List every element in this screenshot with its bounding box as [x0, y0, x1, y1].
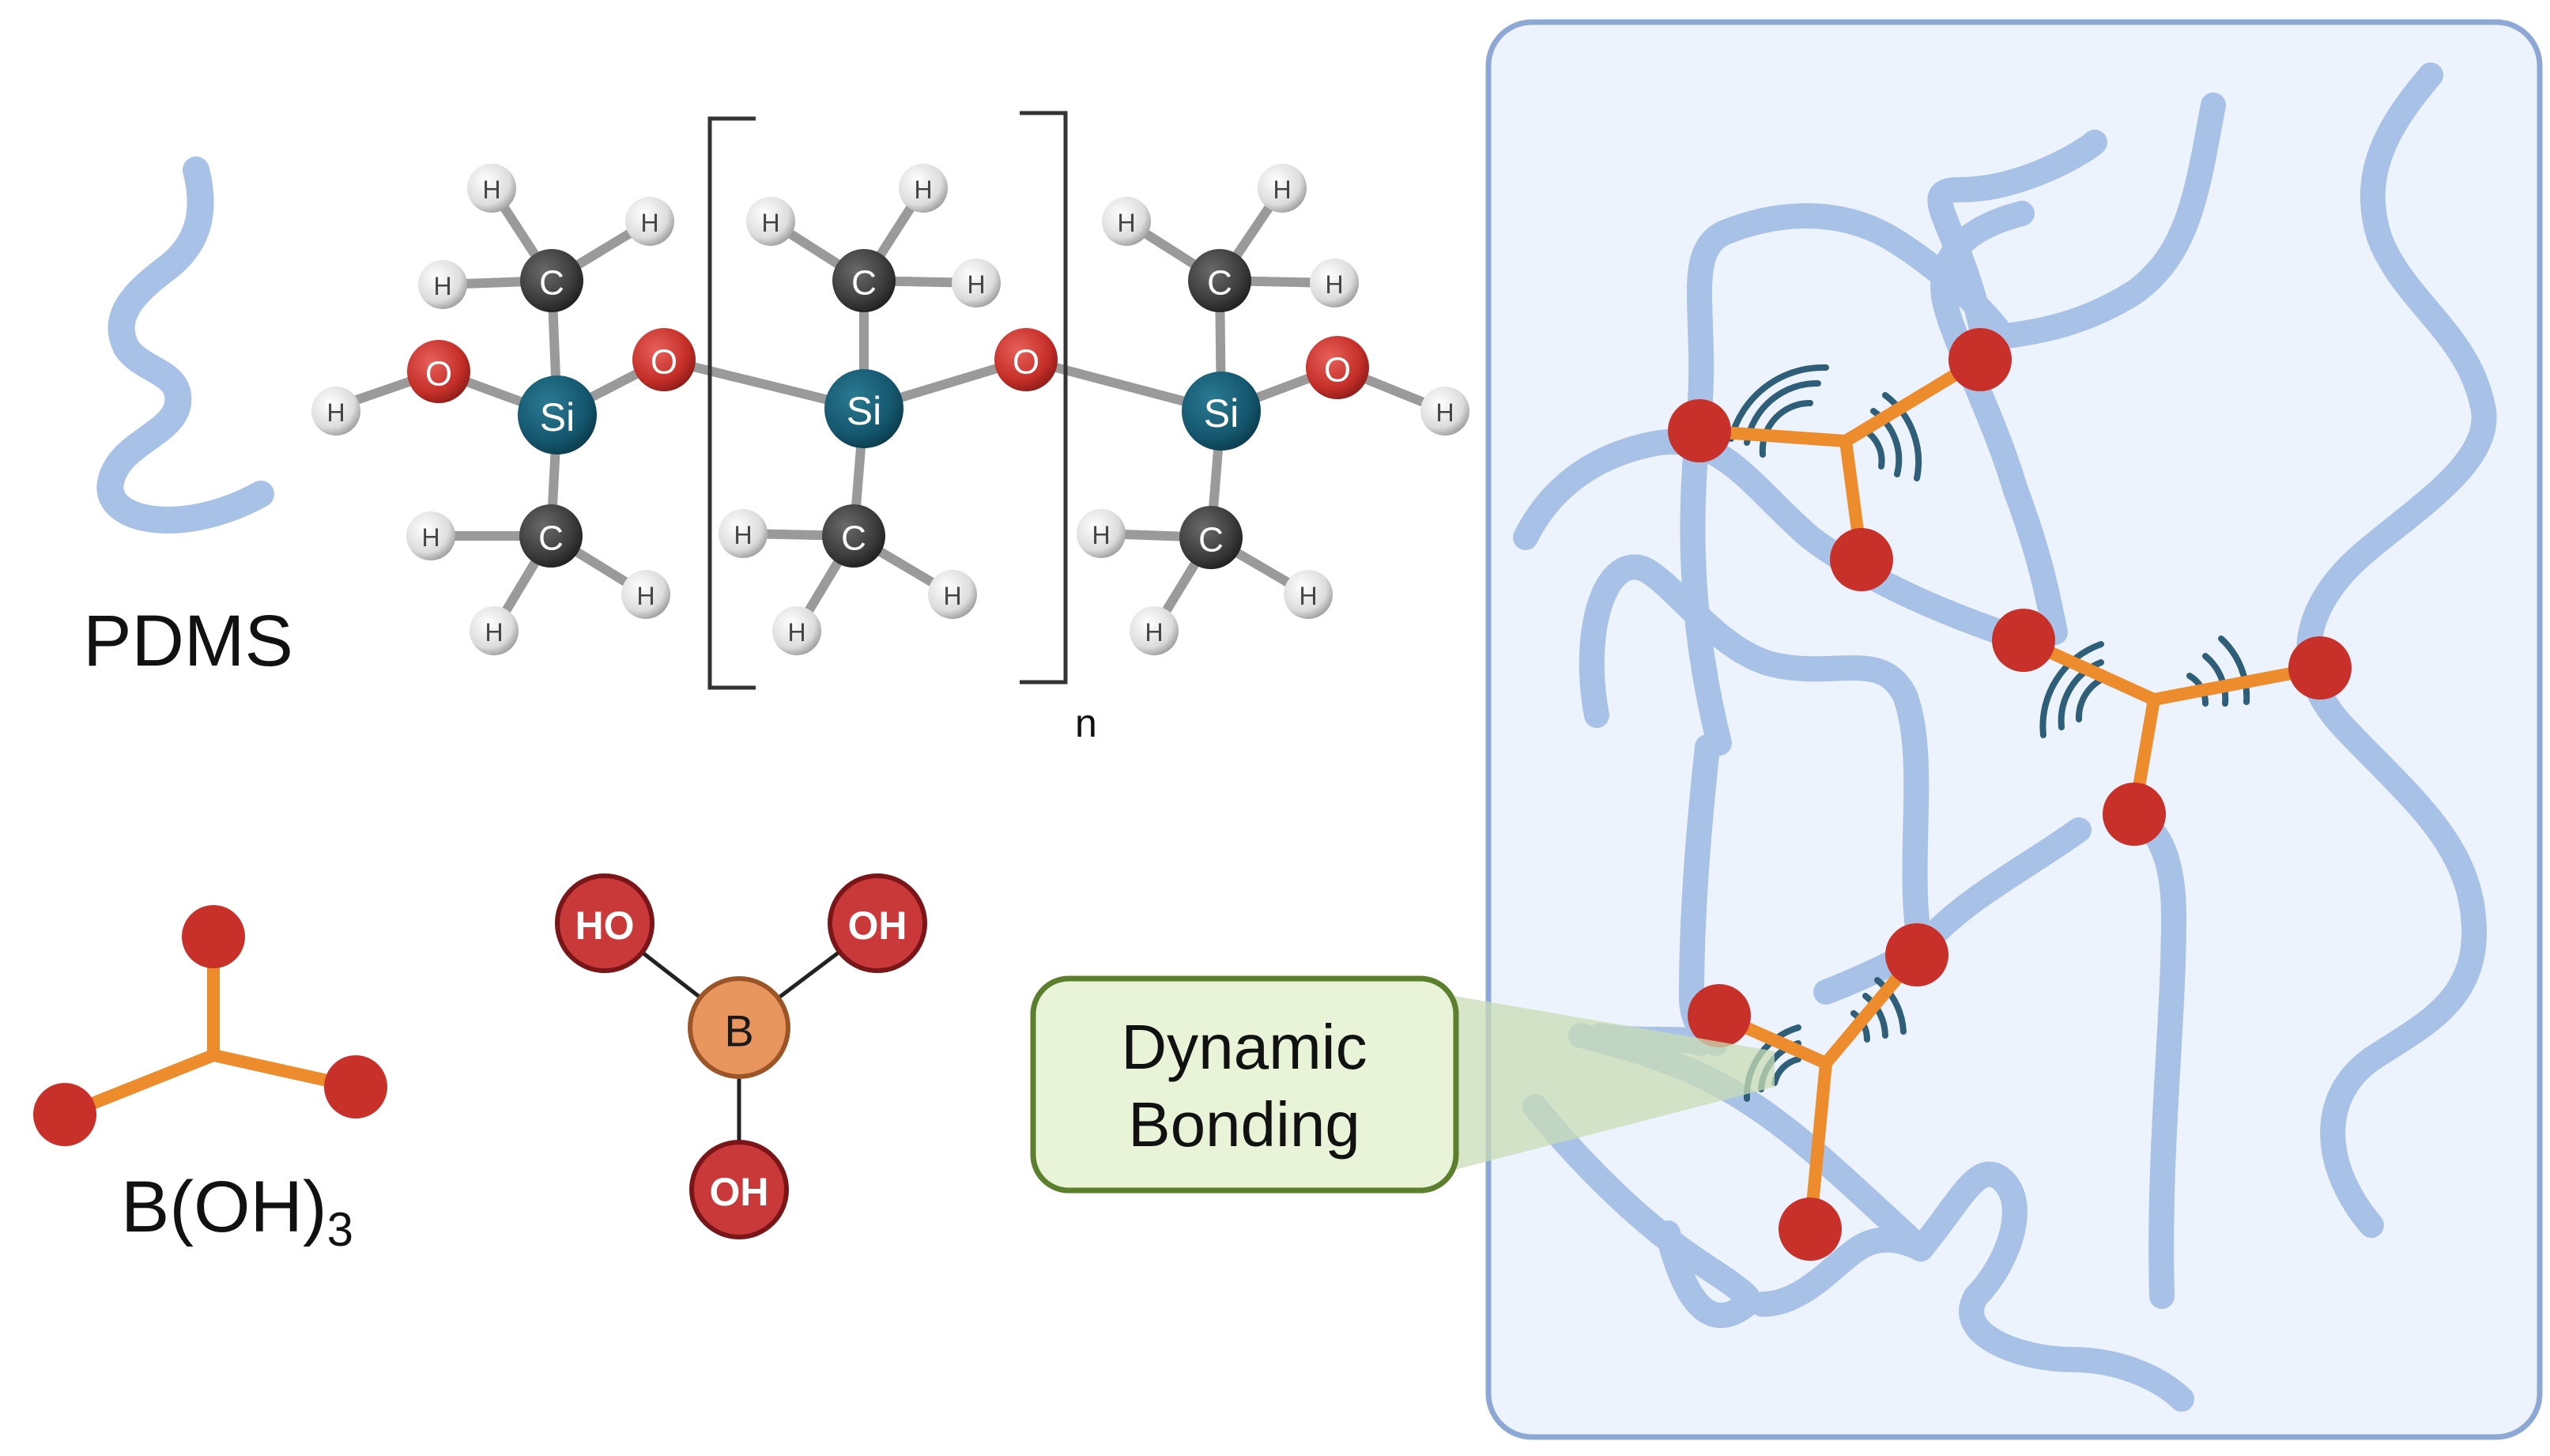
atom-label-h: H: [734, 521, 752, 549]
boric-acid-label-subscript: 3: [327, 1203, 353, 1256]
atom-label-h: H: [1092, 521, 1110, 549]
atom-label-h: H: [482, 175, 500, 204]
hydroxyl-right-label: OH: [848, 903, 907, 948]
callout-pointer: [1454, 996, 1775, 1170]
atom-label-c: C: [851, 264, 877, 303]
atom-label-h: H: [1435, 398, 1454, 427]
hydroxyl-bottom-label: OH: [710, 1170, 769, 1214]
atom-label-h: H: [787, 618, 805, 647]
network-panel: [1485, 19, 2543, 1440]
hydroxyl-left-circle: [555, 873, 654, 973]
atom-label-h: H: [1299, 582, 1317, 610]
atom-label-c: C: [539, 264, 564, 303]
atom-label-o: O: [1013, 343, 1039, 382]
pdms-chain-squiggle: [96, 157, 274, 534]
atom-labels: H H H H H H H H H H H H H H H H H H H H: [326, 175, 1454, 647]
atom-label-o: O: [425, 355, 452, 394]
right-bracket: [1020, 111, 1068, 685]
boric-acid-icon: [33, 905, 387, 1146]
atom-label-c: C: [1198, 521, 1224, 560]
atom-label-h: H: [1325, 270, 1343, 299]
left-bracket: [707, 116, 756, 690]
oxygen-atoms: [407, 328, 1369, 403]
dynamic-bonding-callout: Dynamic Bonding: [1030, 975, 1775, 1194]
boron-label: B: [724, 1006, 753, 1056]
hydroxyl-right-circle: [828, 873, 927, 973]
atom-label-h: H: [943, 582, 961, 610]
atom-label-si: Si: [847, 389, 881, 433]
pdms-molecule: n: [311, 111, 1469, 745]
atom-label-h: H: [636, 582, 654, 610]
boric-acid-structure: HO OH OH B: [555, 873, 927, 1239]
atom-label-h: H: [640, 209, 658, 237]
atom-label-h: H: [1117, 209, 1135, 237]
atom-label-h: H: [914, 175, 932, 204]
hydrogen-atoms: [311, 164, 1469, 655]
atom-label-o: O: [651, 343, 677, 382]
polymer-chains: [1513, 62, 2497, 1412]
hydroxyl-bottom-circle: [689, 1140, 789, 1239]
hydroxyl-left-label: HO: [575, 903, 635, 948]
atom-label-h: H: [1145, 618, 1163, 647]
repeat-unit-brackets: [707, 111, 1068, 690]
carbon-atoms: [519, 249, 1251, 569]
repeat-subscript-n: n: [1075, 701, 1097, 745]
atom-label-h: H: [485, 618, 503, 647]
silicon-atoms: [518, 369, 1261, 455]
atom-label-si: Si: [540, 395, 575, 439]
callout-line-2: Bonding: [1128, 1089, 1360, 1160]
atom-label-c: C: [841, 519, 866, 558]
atom-label-h: H: [421, 523, 439, 552]
boric-acid-label-main: B(OH): [121, 1167, 327, 1247]
callout-box: [1030, 975, 1459, 1194]
atom-label-h: H: [433, 272, 451, 300]
atom-label-h: H: [1273, 175, 1291, 204]
atom-label-h: H: [967, 270, 985, 299]
pdms-icon: [96, 157, 274, 534]
atom-label-h: H: [761, 209, 779, 237]
callout-line-1: Dynamic: [1121, 1012, 1367, 1082]
atom-label-o: O: [1324, 351, 1351, 390]
boron-circle: [688, 976, 790, 1079]
crosslink-oxygen-nodes: [1668, 328, 2352, 1261]
atom-label-h: H: [326, 398, 345, 427]
atom-label-c: C: [1207, 264, 1232, 303]
boric-acid-label: B(OH)3: [121, 1167, 353, 1256]
atom-label-c: C: [538, 519, 564, 558]
pdms-label: PDMS: [83, 601, 293, 681]
atom-label-si: Si: [1204, 391, 1239, 436]
